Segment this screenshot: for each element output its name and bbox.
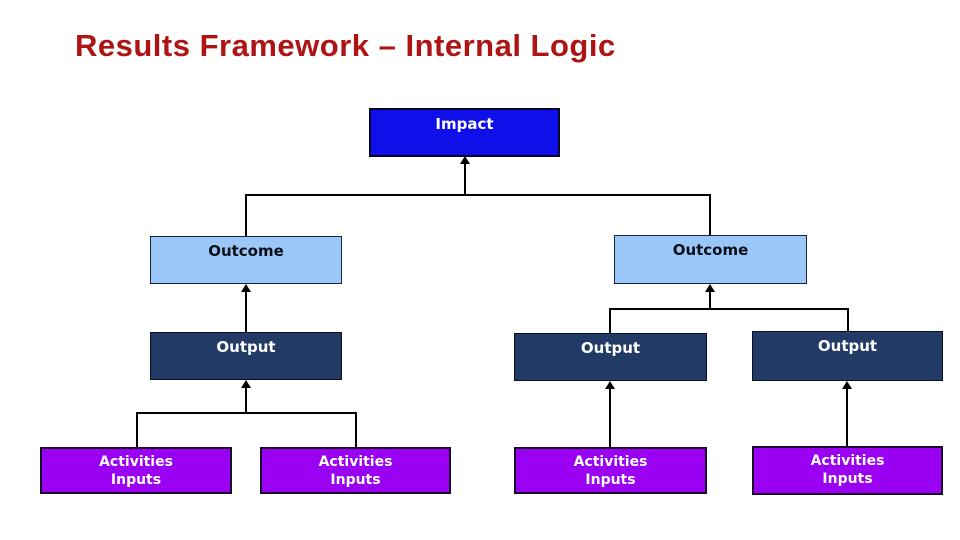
arrowhead-icon (241, 380, 251, 388)
activities-label: Activities (99, 454, 173, 470)
arrowhead-icon (241, 284, 251, 292)
activities-label: Activities (318, 454, 393, 470)
inputs-label: Inputs (110, 472, 162, 488)
inputs-label: Inputs (822, 471, 873, 487)
output-label: Output (817, 337, 878, 355)
connector-line (245, 386, 247, 414)
arrowhead-icon (705, 284, 715, 292)
connector-line (609, 387, 611, 447)
connector-line (245, 290, 247, 332)
impact-box: Impact (369, 108, 560, 157)
connector-line (709, 290, 711, 310)
inputs-label: Inputs (585, 472, 636, 488)
impact-label: Impact (435, 115, 494, 133)
output-box-middle: Output (514, 333, 707, 381)
output-box-right: Output (752, 331, 943, 381)
connector-line (709, 194, 711, 235)
connector-line (136, 412, 357, 414)
activities-box-1: Activities Inputs (40, 447, 232, 494)
connector-line (846, 387, 848, 446)
activities-label: Activities (810, 453, 885, 469)
arrowhead-icon (842, 381, 852, 389)
connector-line (609, 308, 849, 310)
output-label: Output (216, 338, 276, 356)
connector-line (136, 412, 138, 447)
connector-line (609, 308, 611, 333)
inputs-label: Inputs (330, 472, 381, 488)
connector-line (355, 412, 357, 447)
activities-label: Activities (573, 454, 648, 470)
outcome-box-right: Outcome (614, 235, 807, 284)
slide-title: Results Framework – Internal Logic (75, 28, 616, 63)
outcome-box-left: Outcome (150, 236, 342, 284)
arrowhead-icon (460, 156, 470, 164)
connector-line (464, 162, 466, 196)
outcome-label: Outcome (208, 242, 284, 260)
output-label: Output (580, 339, 641, 357)
output-box-left: Output (150, 332, 342, 380)
arrowhead-icon (605, 381, 615, 389)
connector-line (245, 194, 711, 196)
connector-line (847, 308, 849, 332)
connector-line (245, 194, 247, 236)
activities-box-3: Activities Inputs (514, 447, 707, 494)
outcome-label: Outcome (672, 241, 749, 259)
activities-box-4: Activities Inputs (752, 446, 943, 495)
activities-box-2: Activities Inputs (260, 447, 451, 494)
